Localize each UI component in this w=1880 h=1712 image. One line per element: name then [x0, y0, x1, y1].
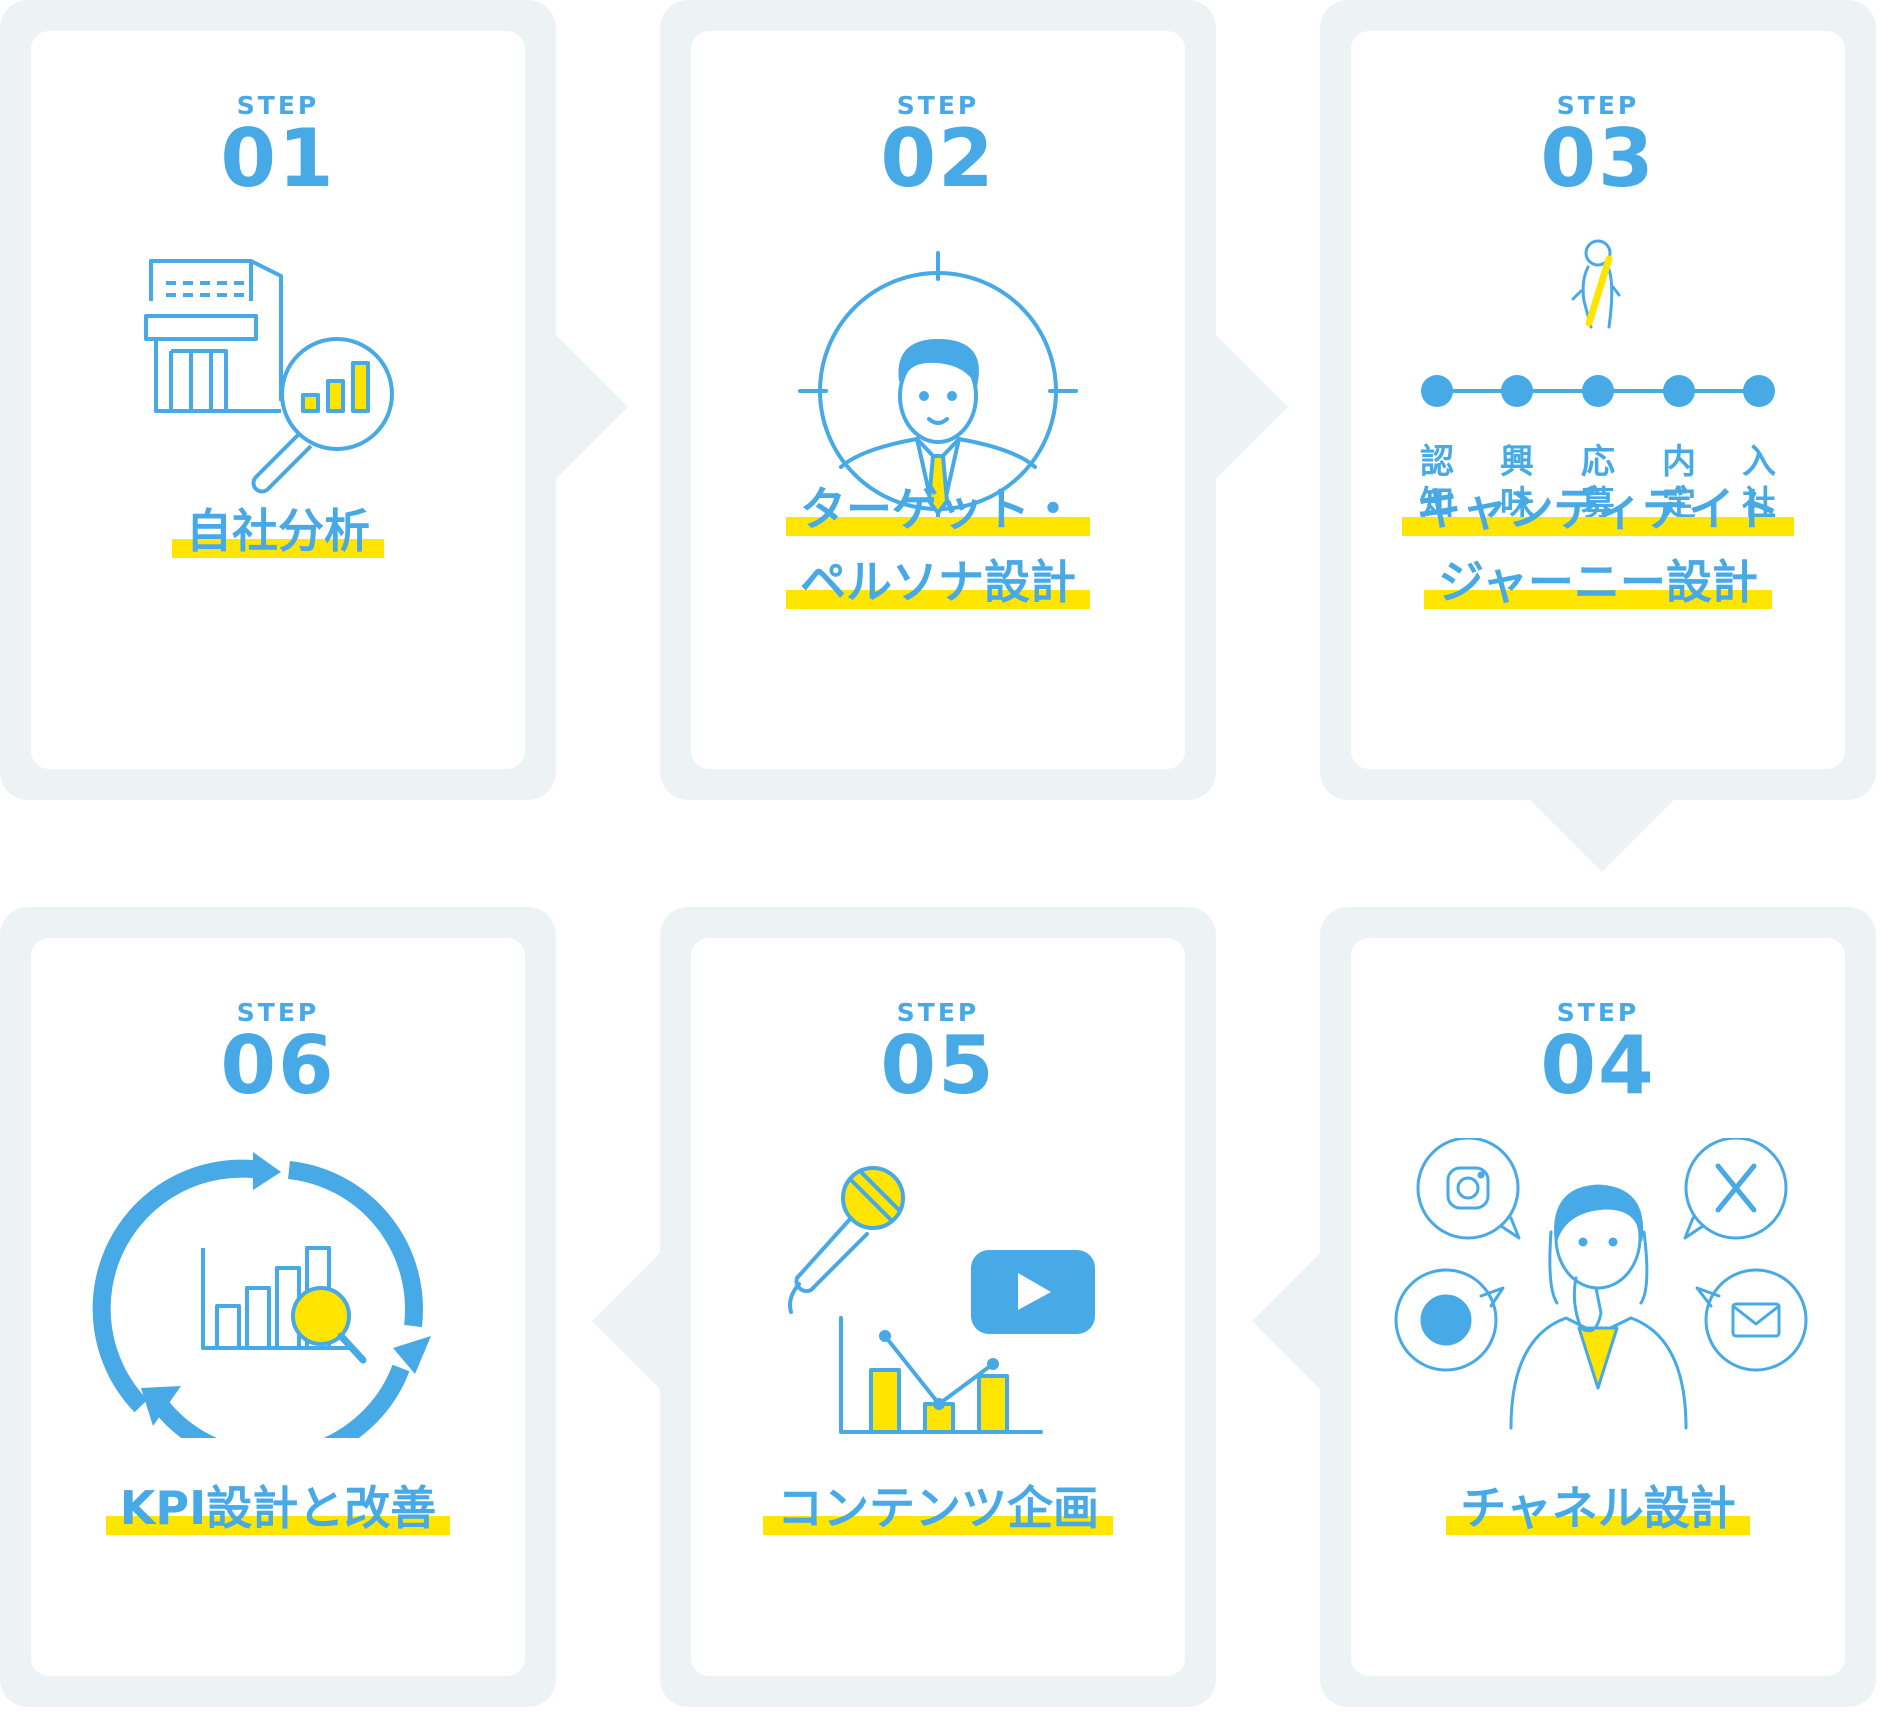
step-panel: STEP 06 KPI設計と改善: [31, 938, 525, 1676]
step-label: STEP: [236, 998, 320, 1027]
flow-arrow-4-5: [1252, 1249, 1324, 1393]
step-title-line: ペルソナ設計: [786, 559, 1090, 609]
step-label: STEP: [896, 998, 980, 1027]
channels-person-icon: [1394, 1138, 1808, 1430]
kpi-cycle-icon: [92, 1152, 431, 1438]
flow-arrow-2-3: [1216, 335, 1288, 479]
step-panel: STEP 02 ターゲット・ ペルソナ設計: [691, 31, 1185, 769]
step-label: STEP: [1556, 998, 1640, 1027]
step-number: 03: [1540, 112, 1656, 205]
step-card-05: STEP 05 コンテンツ企画: [660, 907, 1216, 1707]
content-media-icon: [788, 1166, 1095, 1434]
candidate-journey-icon: [1421, 239, 1775, 407]
step-title: ターゲット・ ペルソナ設計: [691, 486, 1185, 632]
step-title: KPI設計と改善: [31, 1485, 525, 1558]
step-panel: STEP 05 コンテンツ企画: [691, 938, 1185, 1676]
step-title-line: KPI設計と改善: [105, 1485, 451, 1535]
step-label: STEP: [236, 91, 320, 120]
step-number: 04: [1540, 1019, 1656, 1112]
step-label: STEP: [1556, 91, 1640, 120]
building-magnifier-icon: [144, 259, 394, 494]
step-panel: STEP 03 認知 興味 応募 内定 入社: [1351, 31, 1845, 769]
step-title: 自社分析: [31, 508, 525, 581]
step-panel: STEP 01 自社分析: [31, 31, 525, 769]
step-title-line: ターゲット・: [786, 486, 1090, 536]
step-number: 05: [880, 1019, 996, 1112]
step-number: 02: [880, 112, 996, 205]
step-card-01: STEP 01 自社分析: [0, 0, 556, 800]
step-card-03: STEP 03 認知 興味 応募 内定 入社: [1320, 0, 1876, 800]
step-card-06: STEP 06 KPI設計と改善: [0, 907, 556, 1707]
step-number: 01: [220, 112, 336, 205]
step-card-02: STEP 02 ターゲット・ ペルソナ設計: [660, 0, 1216, 800]
step-title: キャンディデイト ジャーニー設計: [1351, 486, 1845, 632]
flow-arrow-5-6: [592, 1249, 664, 1393]
step-card-04: STEP 04 チャネル設計: [1320, 907, 1876, 1707]
step-number: 06: [220, 1019, 336, 1112]
step-title-line: ジャーニー設計: [1424, 559, 1772, 609]
step-title-line: 自社分析: [172, 508, 384, 558]
step-label: STEP: [896, 91, 980, 120]
step-title-line: キャンディデイト: [1401, 486, 1795, 536]
step-title-line: チャネル設計: [1446, 1485, 1750, 1535]
flow-arrow-3-4: [1530, 800, 1674, 872]
step-panel: STEP 04 チャネル設計: [1351, 938, 1845, 1676]
step-title: コンテンツ企画: [691, 1485, 1185, 1558]
flow-arrow-1-2: [556, 335, 628, 479]
step-title: チャネル設計: [1351, 1485, 1845, 1558]
step-title-line: コンテンツ企画: [763, 1485, 1113, 1535]
